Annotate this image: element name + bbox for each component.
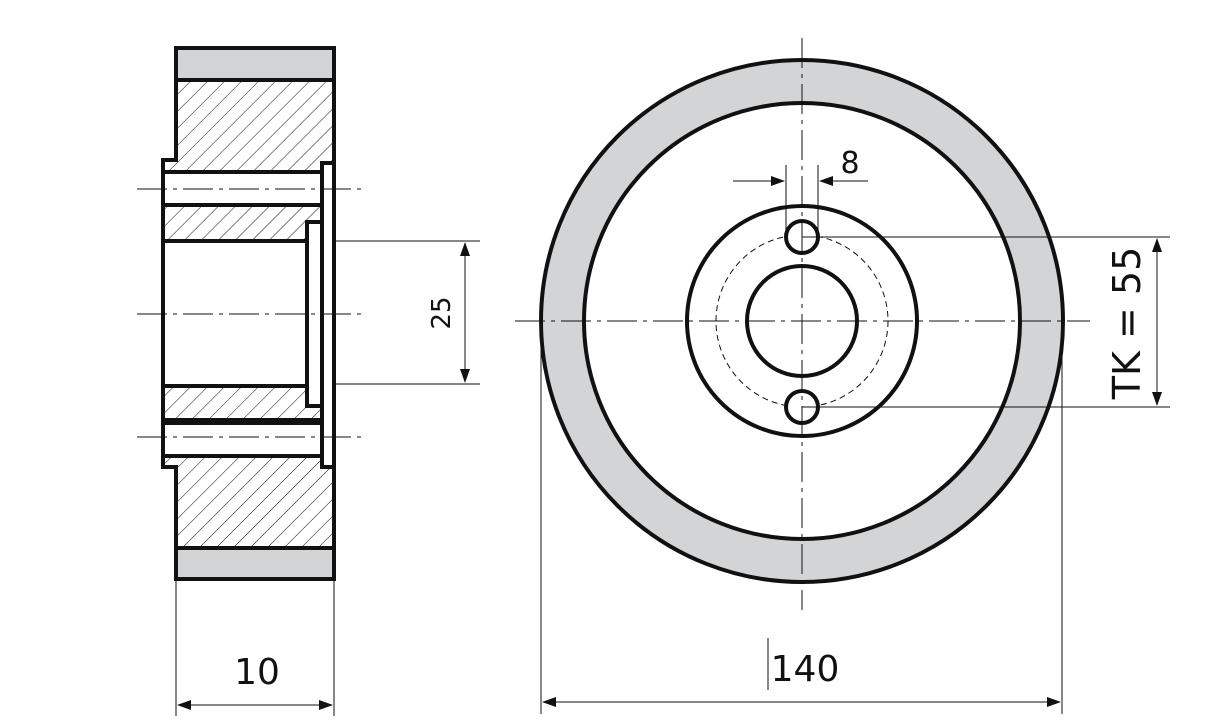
front-center-lines: [515, 38, 1090, 610]
pitch-dimension-label: TK = 55: [1105, 247, 1149, 400]
side-section-view: [137, 46, 480, 716]
bore-dimension: [334, 240, 480, 385]
width-dimension-label: 10: [234, 652, 280, 693]
width-dimension: [175, 579, 335, 716]
pitch-dimension: [802, 236, 1170, 408]
hole-dimension-label: 8: [840, 146, 859, 181]
hatch-lower-hub: [161, 384, 324, 422]
outer-diameter-dimension: [540, 330, 1063, 714]
front-view: [515, 38, 1170, 714]
hole-lower: [161, 421, 324, 458]
hatch-upper-hub: [161, 203, 324, 243]
hatch-lower: [161, 454, 336, 550]
outer-diameter-label: 140: [771, 649, 840, 690]
hatch-upper: [161, 78, 336, 174]
hole-dimension: [733, 165, 868, 236]
center-lines: [137, 188, 362, 438]
tire-top: [174, 46, 336, 82]
tire-bottom: [174, 546, 336, 581]
bore-dimension-label: 25: [427, 296, 457, 329]
